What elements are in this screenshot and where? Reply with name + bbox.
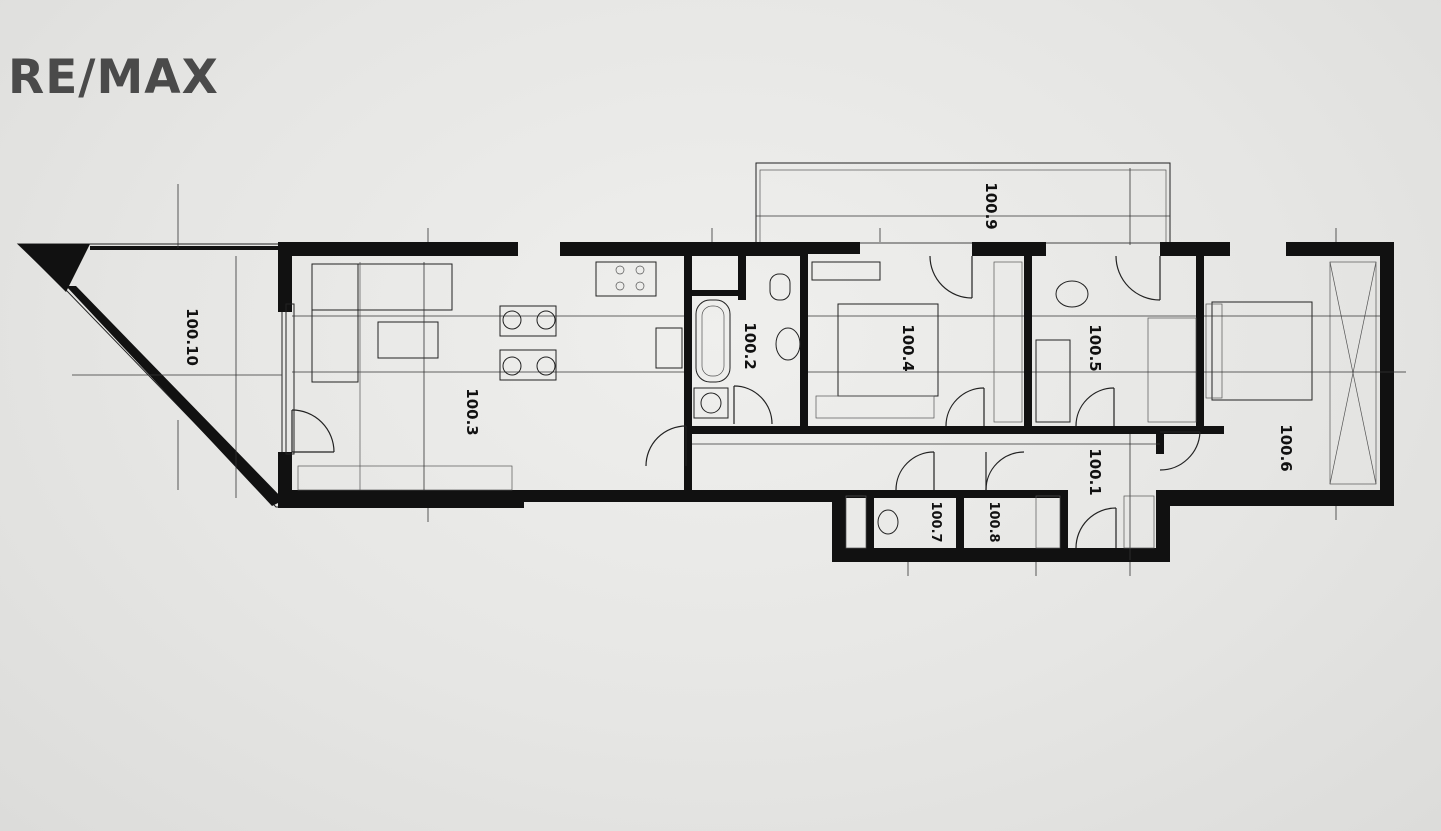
balcony-100-9 — [755, 162, 1171, 245]
room-label-100-6: 100.6 — [1277, 424, 1295, 471]
dimension-ticks — [427, 228, 1406, 576]
remax-logo: RE/MAX — [8, 50, 219, 105]
room-label-100-2: 100.2 — [741, 322, 759, 369]
room-label-100-10: 100.10 — [183, 308, 201, 366]
living-kitchen-furniture — [285, 261, 684, 491]
room-label-100-3: 100.3 — [463, 388, 481, 435]
room-label-100-8: 100.8 — [986, 501, 1001, 542]
exterior-walls — [278, 242, 1394, 562]
room-label-100-1: 100.1 — [1086, 448, 1104, 495]
room-100-6 — [1204, 261, 1394, 485]
hallway-100-1 — [645, 425, 1201, 560]
room-label-100-4: 100.4 — [899, 324, 917, 371]
interior-walls — [684, 256, 1224, 550]
bedroom-100-4 — [808, 255, 1024, 427]
room-100-5 — [1032, 255, 1197, 427]
terrace-100-10 — [16, 184, 284, 508]
bathroom-100-2 — [693, 273, 801, 425]
room-labels: 100.10 100.3 100.2 100.4 100.5 100.6 100… — [183, 182, 1295, 542]
wc-annex — [845, 495, 1061, 549]
room-label-100-9: 100.9 — [982, 182, 1000, 229]
room-label-100-7: 100.7 — [928, 501, 943, 542]
room-label-100-5: 100.5 — [1086, 324, 1104, 371]
